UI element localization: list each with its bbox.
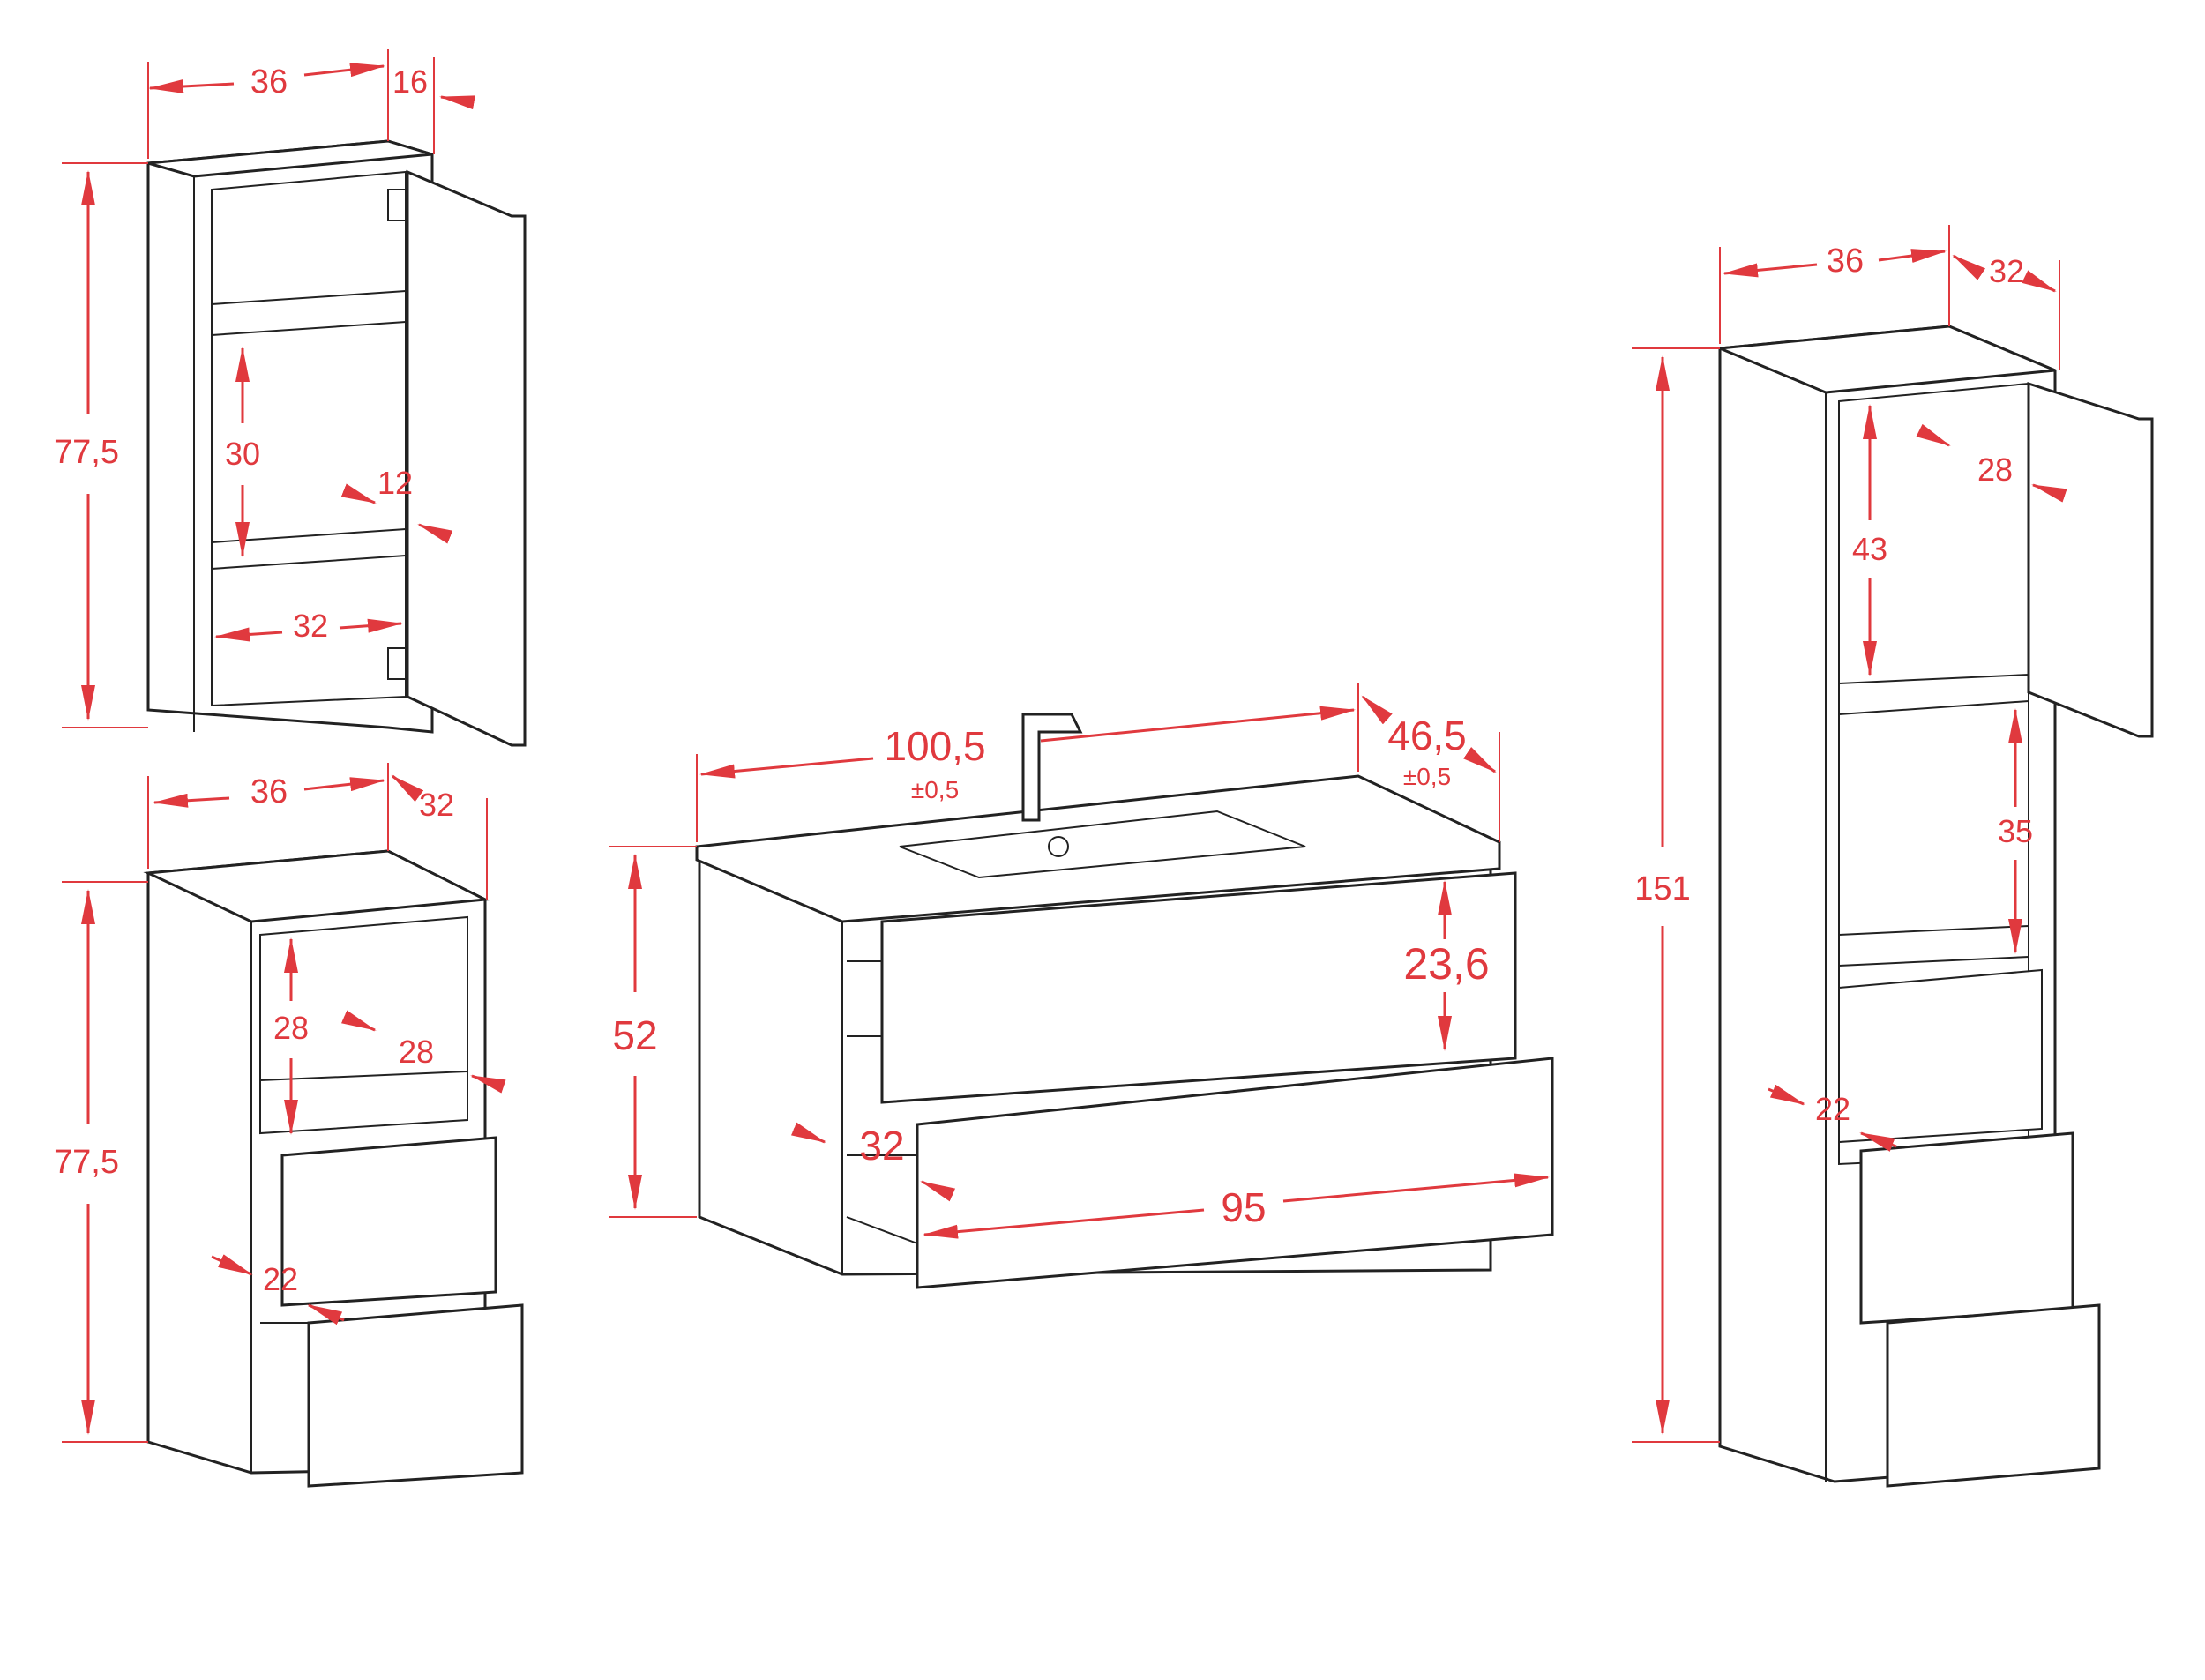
tall-shelf-depth-label: 28 [1977,452,2013,488]
wall-inner-width-label: 32 [293,608,328,644]
wall-cabinet [146,139,527,747]
tall-drawer-inset-label: 22 [1815,1091,1850,1127]
base-depth-label: 32 [419,787,454,823]
vanity-depth-label: 46,5 [1387,713,1467,758]
wall-inset-label: 12 [377,465,413,501]
base-shelf-depth-label: 28 [399,1034,434,1070]
vanity-drawer-height-label: 23,6 [1403,939,1489,989]
tall-width-label: 36 [1827,243,1864,280]
vanity-height-label: 52 [612,1012,657,1058]
tall-height-label: 151 [1634,870,1690,907]
tall-cabinet [1718,325,2154,1488]
base-cabinet-dimensions: 36 32 77,5 28 28 22 [54,763,506,1443]
base-drawer-inset-label: 22 [263,1261,298,1297]
wall-depth-label: 16 [392,63,428,100]
base-shelf-gap-label: 28 [273,1010,309,1046]
wall-width-label: 36 [250,63,288,101]
vanity-drawer-depth-label: 32 [859,1123,904,1169]
wall-height-label: 77,5 [54,434,119,471]
base-cabinet [143,849,524,1488]
tall-upper-gap-label: 43 [1852,531,1887,567]
base-height-label: 77,5 [54,1144,119,1181]
tall-lower-gap-label: 35 [1998,813,2033,849]
wall-cabinet-dimensions: 36 16 77,5 30 12 32 [54,49,475,728]
vanity-dimensions: 100,5 ±0,5 46,5 ±0,5 52 23,6 32 95 [609,683,1550,1239]
vanity-width-label: 100,5 [884,723,985,769]
vanity-unit [695,713,1554,1289]
vanity-depth-tolerance: ±0,5 [1403,763,1451,790]
vanity-width-tolerance: ±0,5 [911,776,959,803]
vanity-drawer-width-label: 95 [1221,1184,1266,1230]
tall-cabinet-dimensions: 36 32 151 28 43 35 22 [1632,225,2067,1443]
base-width-label: 36 [250,773,288,810]
wall-shelf-gap-label: 30 [225,436,260,472]
tall-depth-label: 32 [1989,253,2024,289]
